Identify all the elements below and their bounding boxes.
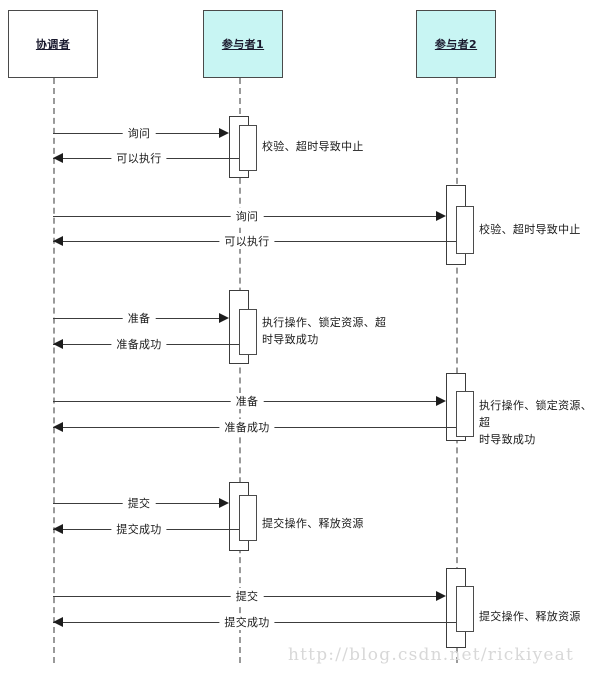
message-label-request: 询问	[122, 125, 156, 141]
participant-box-coordinator[interactable]: 协调者	[8, 10, 98, 78]
message-label-request: 询问	[230, 208, 264, 224]
activation-note: 校验、超时导致中止	[262, 140, 364, 153]
message-arrowhead-right	[436, 591, 446, 601]
message-label-response: 准备成功	[219, 419, 275, 435]
activation-bar-inner[interactable]	[239, 125, 257, 171]
participant-label-participant2: 参与者2	[434, 38, 478, 51]
message-arrowhead-left	[53, 153, 63, 163]
activation-bar-inner[interactable]	[456, 586, 474, 632]
message-label-request: 提交	[122, 495, 156, 511]
activation-note: 提交操作、释放资源	[479, 610, 581, 623]
message-label-response: 提交成功	[219, 614, 275, 630]
message-arrowhead-left	[53, 236, 63, 246]
activation-bar-inner[interactable]	[456, 206, 474, 254]
participant-label-participant1: 参与者1	[221, 38, 265, 51]
message-arrowhead-left	[53, 524, 63, 534]
message-arrowhead-left	[53, 617, 63, 627]
message-label-request: 准备	[122, 310, 156, 326]
message-label-request: 提交	[230, 588, 264, 604]
lifeline-participant2	[456, 78, 458, 663]
activation-note: 执行操作、锁定资源、超 时导致成功	[479, 399, 592, 446]
activation-bar-inner[interactable]	[239, 495, 257, 541]
message-label-request: 准备	[230, 393, 264, 409]
participant-label-coordinator: 协调者	[35, 38, 71, 51]
message-arrowhead-left	[53, 339, 63, 349]
message-arrowhead-right	[436, 211, 446, 221]
activation-bar-inner[interactable]	[456, 391, 474, 437]
lifeline-coordinator	[53, 78, 55, 663]
message-arrowhead-left	[53, 422, 63, 432]
lifeline-participant1	[239, 78, 241, 663]
message-arrowhead-right	[219, 498, 229, 508]
activation-note: 执行操作、锁定资源、超 时导致成功	[262, 316, 387, 346]
watermark-text: http://blog.csdn.net/rickiyeat	[288, 645, 575, 665]
message-arrowhead-right	[219, 313, 229, 323]
participant-box-participant2[interactable]: 参与者2	[416, 10, 496, 78]
message-arrowhead-right	[436, 396, 446, 406]
message-arrowhead-right	[219, 128, 229, 138]
message-label-response: 准备成功	[111, 336, 167, 352]
activation-note: 校验、超时导致中止	[479, 223, 581, 236]
participant-box-participant1[interactable]: 参与者1	[203, 10, 283, 78]
activation-note: 提交操作、释放资源	[262, 517, 364, 530]
message-label-response: 可以执行	[111, 150, 167, 166]
activation-bar-inner[interactable]	[239, 309, 257, 355]
message-label-response: 可以执行	[219, 233, 275, 249]
message-label-response: 提交成功	[111, 521, 167, 537]
